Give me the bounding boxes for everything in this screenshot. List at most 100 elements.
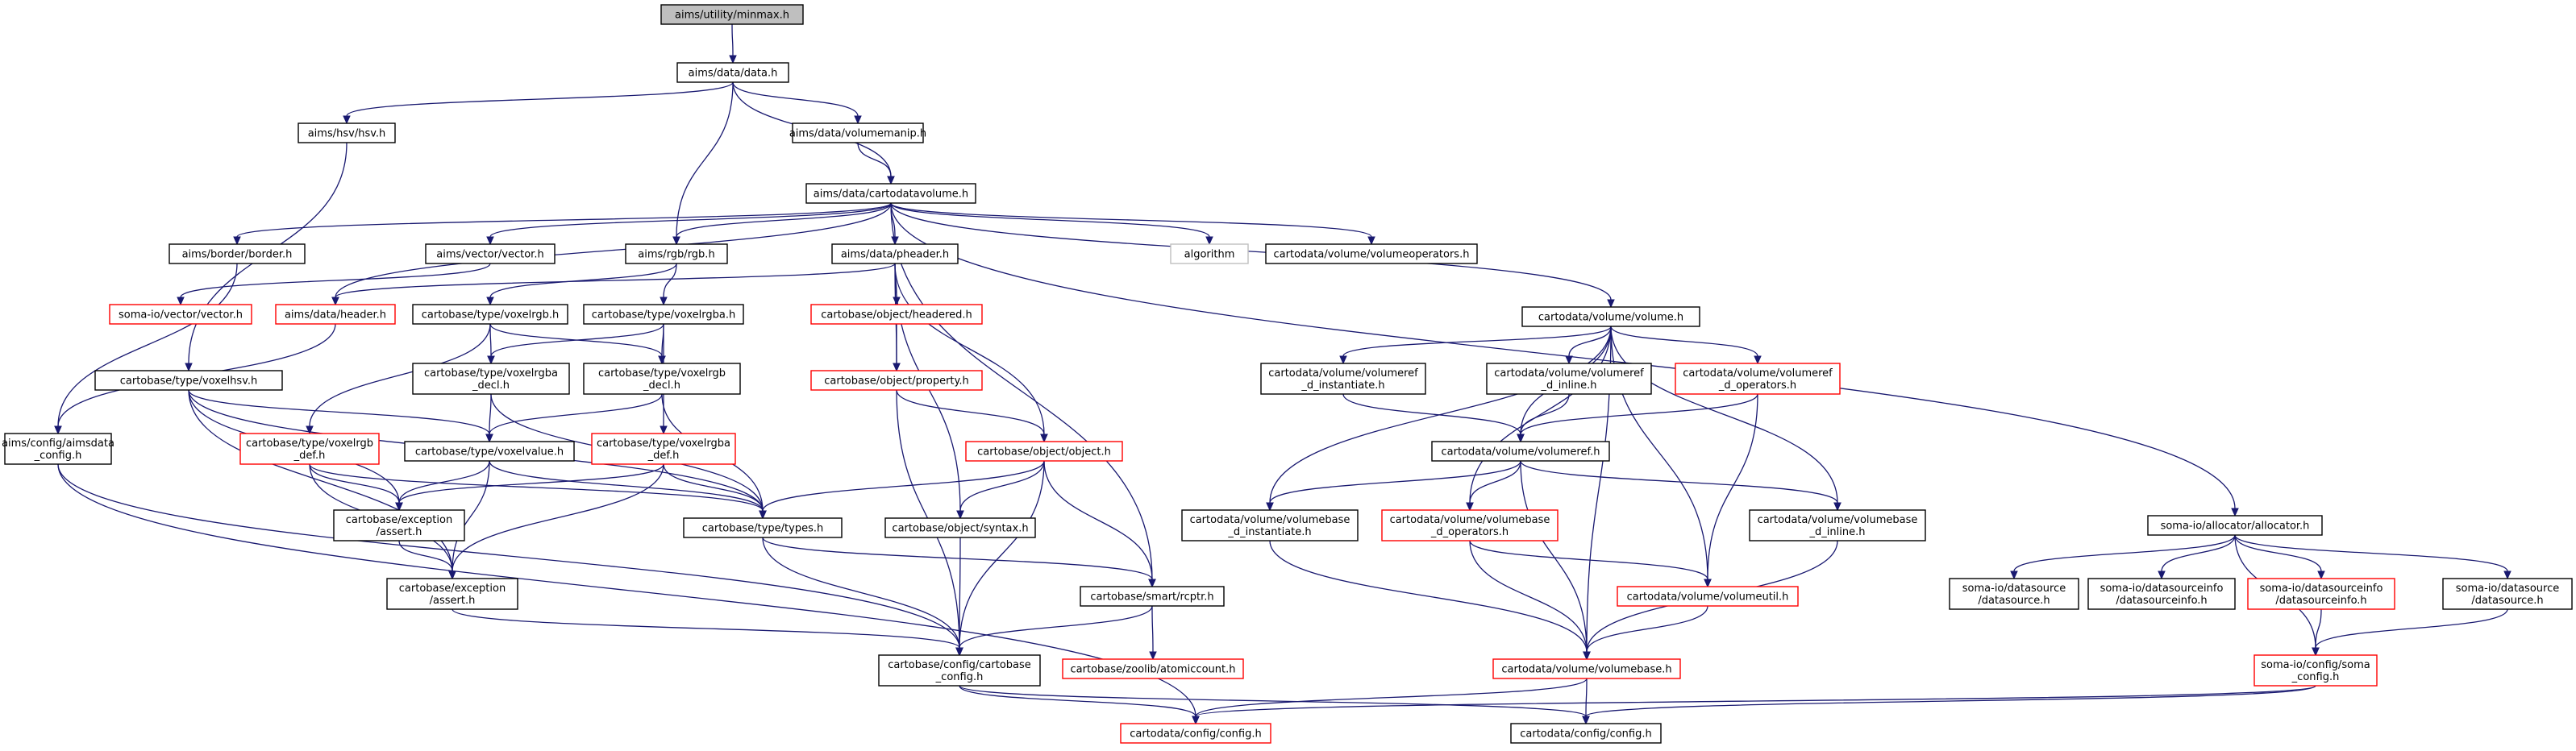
node-voxelrgb_def[interactable]: cartobase/type/voxelrgb_def.h — [239, 433, 380, 465]
node-header[interactable]: aims/data/header.h — [275, 304, 396, 325]
node-label: cartobase/object/object.h — [977, 446, 1111, 458]
node-syntax[interactable]: cartobase/object/syntax.h — [884, 517, 1036, 538]
node-box — [683, 517, 843, 538]
node-label: _config.h — [935, 671, 984, 683]
node-label: aims/config/aimsdata — [2, 438, 114, 450]
node-volumeref[interactable]: cartodata/volume/volumeref.h — [1431, 441, 1610, 462]
node-box — [810, 370, 983, 391]
node-pheader[interactable]: aims/data/pheader.h — [831, 243, 959, 264]
node-property[interactable]: cartobase/object/property.h — [810, 370, 983, 391]
node-vector[interactable]: aims/vector/vector.h — [425, 243, 556, 264]
edge-volumebase_operators-to-volumeutil — [1469, 540, 1712, 588]
node-box — [1510, 723, 1662, 744]
node-box — [1120, 723, 1271, 744]
edge-voxelrgba-to-voxelrgba_decl — [487, 323, 664, 365]
node-volumebase[interactable]: cartodata/volume/volumebase.h — [1492, 658, 1681, 679]
node-box — [583, 363, 741, 395]
edge-voxelrgba_def-to-types — [663, 463, 767, 520]
node-label: _decl.h — [472, 380, 510, 392]
node-box — [1521, 306, 1700, 327]
node-cartodatavolume[interactable]: aims/data/cartodatavolume.h — [805, 183, 976, 204]
edge-voxelrgba-to-voxelrgb_decl — [658, 323, 666, 365]
node-datasourceinfo2[interactable]: soma-io/datasourceinfo/datasourceinfo.h — [2247, 578, 2395, 610]
edge-pheader-to-header — [331, 263, 896, 306]
node-aimsdata_config[interactable]: aims/config/aimsdata_config.h — [2, 433, 114, 465]
edge-volumebase_instantiate-to-volumebase — [1269, 540, 1591, 661]
node-box — [2253, 654, 2378, 687]
node-label: _d_instantiate.h — [1300, 380, 1384, 392]
node-box — [878, 654, 1041, 687]
node-box — [333, 509, 465, 541]
edge-object-to-cartobase_config — [955, 460, 1045, 657]
node-voxelrgba_decl[interactable]: cartobase/type/voxelrgba_decl.h — [412, 363, 570, 395]
node-exception_assert1[interactable]: cartobase/exception/assert.h — [333, 509, 465, 541]
node-volumebase_instantiate[interactable]: cartodata/volume/volumebase_d_instantiat… — [1181, 509, 1359, 541]
node-box — [1949, 578, 2079, 610]
node-label: cartobase/object/syntax.h — [892, 523, 1028, 535]
node-volumebase_inline[interactable]: cartodata/volume/volumebase_d_inline.h — [1749, 509, 1926, 541]
node-volumeref_instantiate[interactable]: cartodata/volume/volumeref_d_instantiate… — [1260, 363, 1426, 395]
node-box — [1181, 509, 1359, 541]
node-volumemanip[interactable]: aims/data/volumemanip.h — [789, 122, 926, 143]
node-border[interactable]: aims/border/border.h — [169, 243, 306, 264]
node-box — [2247, 578, 2395, 610]
node-voxelhsv[interactable]: cartobase/type/voxelhsv.h — [94, 370, 283, 391]
node-label: cartodata/config/config.h — [1130, 728, 1261, 741]
edge-voxelrgb_def-to-exception_assert1 — [309, 463, 403, 512]
node-volumebase_operators[interactable]: cartodata/volume/volumebase_d_operators.… — [1381, 509, 1559, 541]
node-object[interactable]: cartobase/object/object.h — [965, 441, 1123, 462]
node-label: cartobase/type/voxelrgb — [246, 438, 373, 450]
node-exception_assert2[interactable]: cartobase/exception/assert.h — [386, 578, 518, 610]
node-label: _d_inline.h — [1541, 380, 1597, 392]
node-voxelrgba_def[interactable]: cartobase/type/voxelrgba_def.h — [591, 433, 736, 465]
node-box — [1381, 509, 1559, 541]
node-soma_config[interactable]: soma-io/config/soma_config.h — [2253, 654, 2378, 687]
node-voxelrgb[interactable]: cartobase/type/voxelrgb.h — [412, 304, 568, 325]
node-label: cartodata/config/config.h — [1520, 728, 1651, 741]
node-cartobase_config[interactable]: cartobase/config/cartobase_config.h — [878, 654, 1041, 687]
node-somavector[interactable]: soma-io/vector/vector.h — [109, 304, 252, 325]
node-atomiccount[interactable]: cartobase/zoolib/atomiccount.h — [1062, 658, 1244, 679]
node-rgb[interactable]: aims/rgb/rgb.h — [625, 243, 728, 264]
node-headered[interactable]: cartobase/object/headered.h — [810, 304, 983, 325]
node-datasource2[interactable]: soma-io/datasource/datasource.h — [2442, 578, 2573, 610]
node-data[interactable]: aims/data/data.h — [676, 62, 789, 83]
node-voxelrgba[interactable]: cartobase/type/voxelrgba.h — [583, 304, 744, 325]
node-volumeutil[interactable]: cartodata/volume/volumeutil.h — [1617, 586, 1799, 607]
node-minmax[interactable]: aims/utility/minmax.h — [660, 4, 804, 25]
node-label: cartobase/exception — [399, 583, 506, 595]
node-volumeoperators[interactable]: cartodata/volume/volumeoperators.h — [1265, 243, 1478, 264]
edges-layer — [54, 23, 2511, 725]
node-allocator[interactable]: soma-io/allocator/allocator.h — [2147, 515, 2323, 536]
edge-rgb-to-voxelrgb — [486, 263, 677, 306]
node-voxelvalue[interactable]: cartobase/type/voxelvalue.h — [404, 441, 575, 462]
edge-data-to-volumemanip — [732, 81, 862, 125]
edge-soma_config-to-cartodata_config — [1582, 685, 2316, 725]
node-cartodata_config[interactable]: cartodata/config/config.h — [1510, 723, 1662, 744]
edge-rgb-to-voxelrgba — [660, 263, 677, 306]
edge-object-to-syntax — [956, 460, 1045, 520]
node-label: cartobase/exception — [346, 514, 452, 526]
node-volume[interactable]: cartodata/volume/volume.h — [1521, 306, 1700, 327]
node-box — [1492, 658, 1681, 679]
node-datasource1[interactable]: soma-io/datasource/datasource.h — [1949, 578, 2079, 610]
node-volumeref_inline[interactable]: cartodata/volume/volumeref_d_inline.h — [1486, 363, 1652, 395]
node-cartodata_config_red[interactable]: cartodata/config/config.h — [1120, 723, 1271, 744]
node-voxelrgb_decl[interactable]: cartobase/type/voxelrgb_decl.h — [583, 363, 741, 395]
node-label: _d_inline.h — [1809, 526, 1866, 538]
edge-volumeutil-to-volumebase — [1583, 605, 1708, 661]
node-rcptr[interactable]: cartobase/smart/rcptr.h — [1080, 586, 1225, 607]
node-hsv[interactable]: aims/hsv/hsv.h — [298, 122, 396, 143]
node-label: cartobase/type/voxelrgba — [597, 438, 730, 450]
node-types[interactable]: cartobase/type/types.h — [683, 517, 843, 538]
edge-cartodatavolume-to-vector — [486, 202, 892, 246]
node-volumeref_operators[interactable]: cartodata/volume/volumeref_d_operators.h — [1675, 363, 1841, 395]
node-datasourceinfo1[interactable]: soma-io/datasourceinfo/datasourceinfo.h — [2087, 578, 2236, 610]
node-box — [1260, 363, 1426, 395]
node-label: _d_instantiate.h — [1227, 526, 1311, 538]
node-label: _decl.h — [643, 380, 680, 392]
edge-object-to-types — [759, 460, 1045, 520]
edge-pheader-to-syntax — [894, 263, 964, 520]
node-label: _config.h — [2291, 671, 2340, 683]
node-label: cartodata/volume/volumeoperators.h — [1274, 249, 1470, 261]
